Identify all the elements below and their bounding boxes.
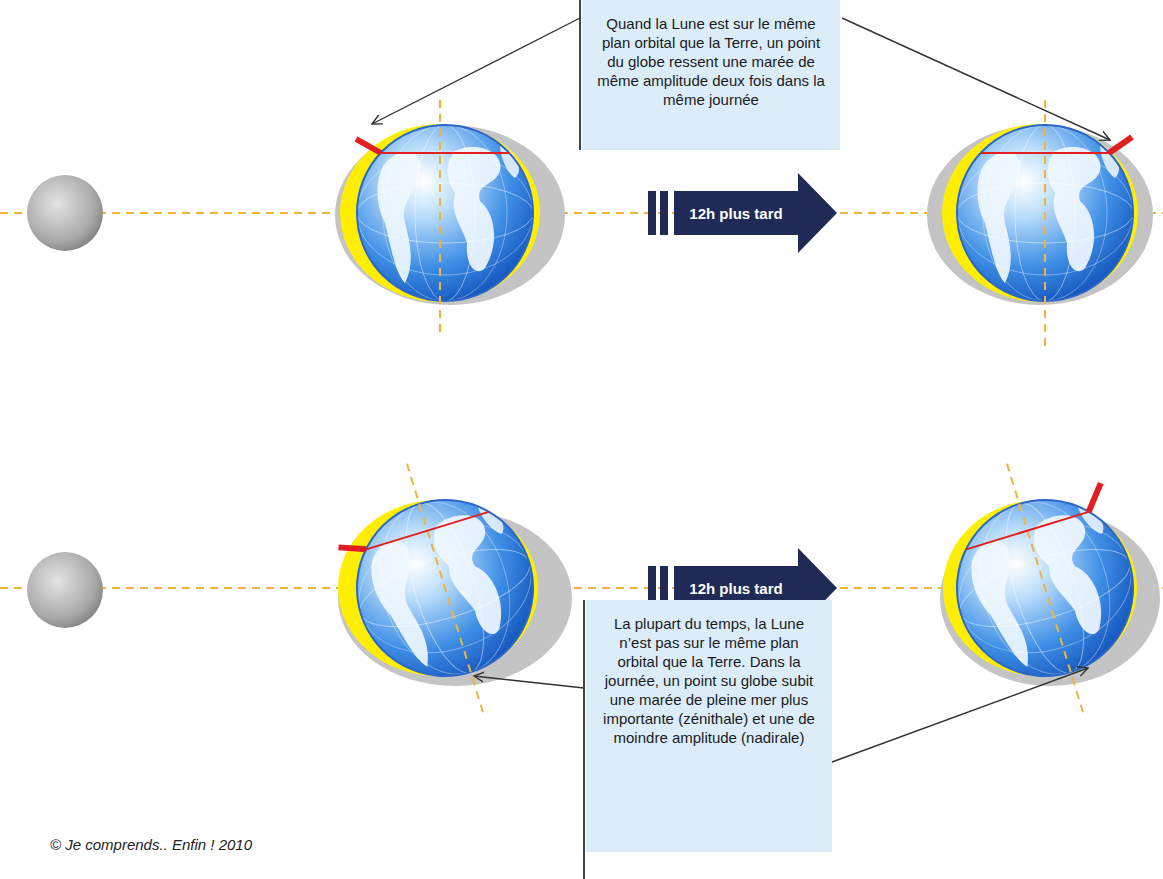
callout-text: La plupart du temps, la Lune n’est pas s… (598, 614, 820, 747)
copyright-note: © Je comprends.. Enfin ! 2010 (50, 836, 252, 853)
arrow-label: 12h plus tard (674, 173, 798, 253)
callout-box: Quand la Lune est sur le même plan orbit… (582, 0, 840, 150)
callout-text: Quand la Lune est sur le même plan orbit… (594, 14, 828, 109)
arrow-box: 12h plus tard (648, 173, 838, 253)
callout-box: La plupart du temps, la Lune n’est pas s… (586, 600, 832, 852)
